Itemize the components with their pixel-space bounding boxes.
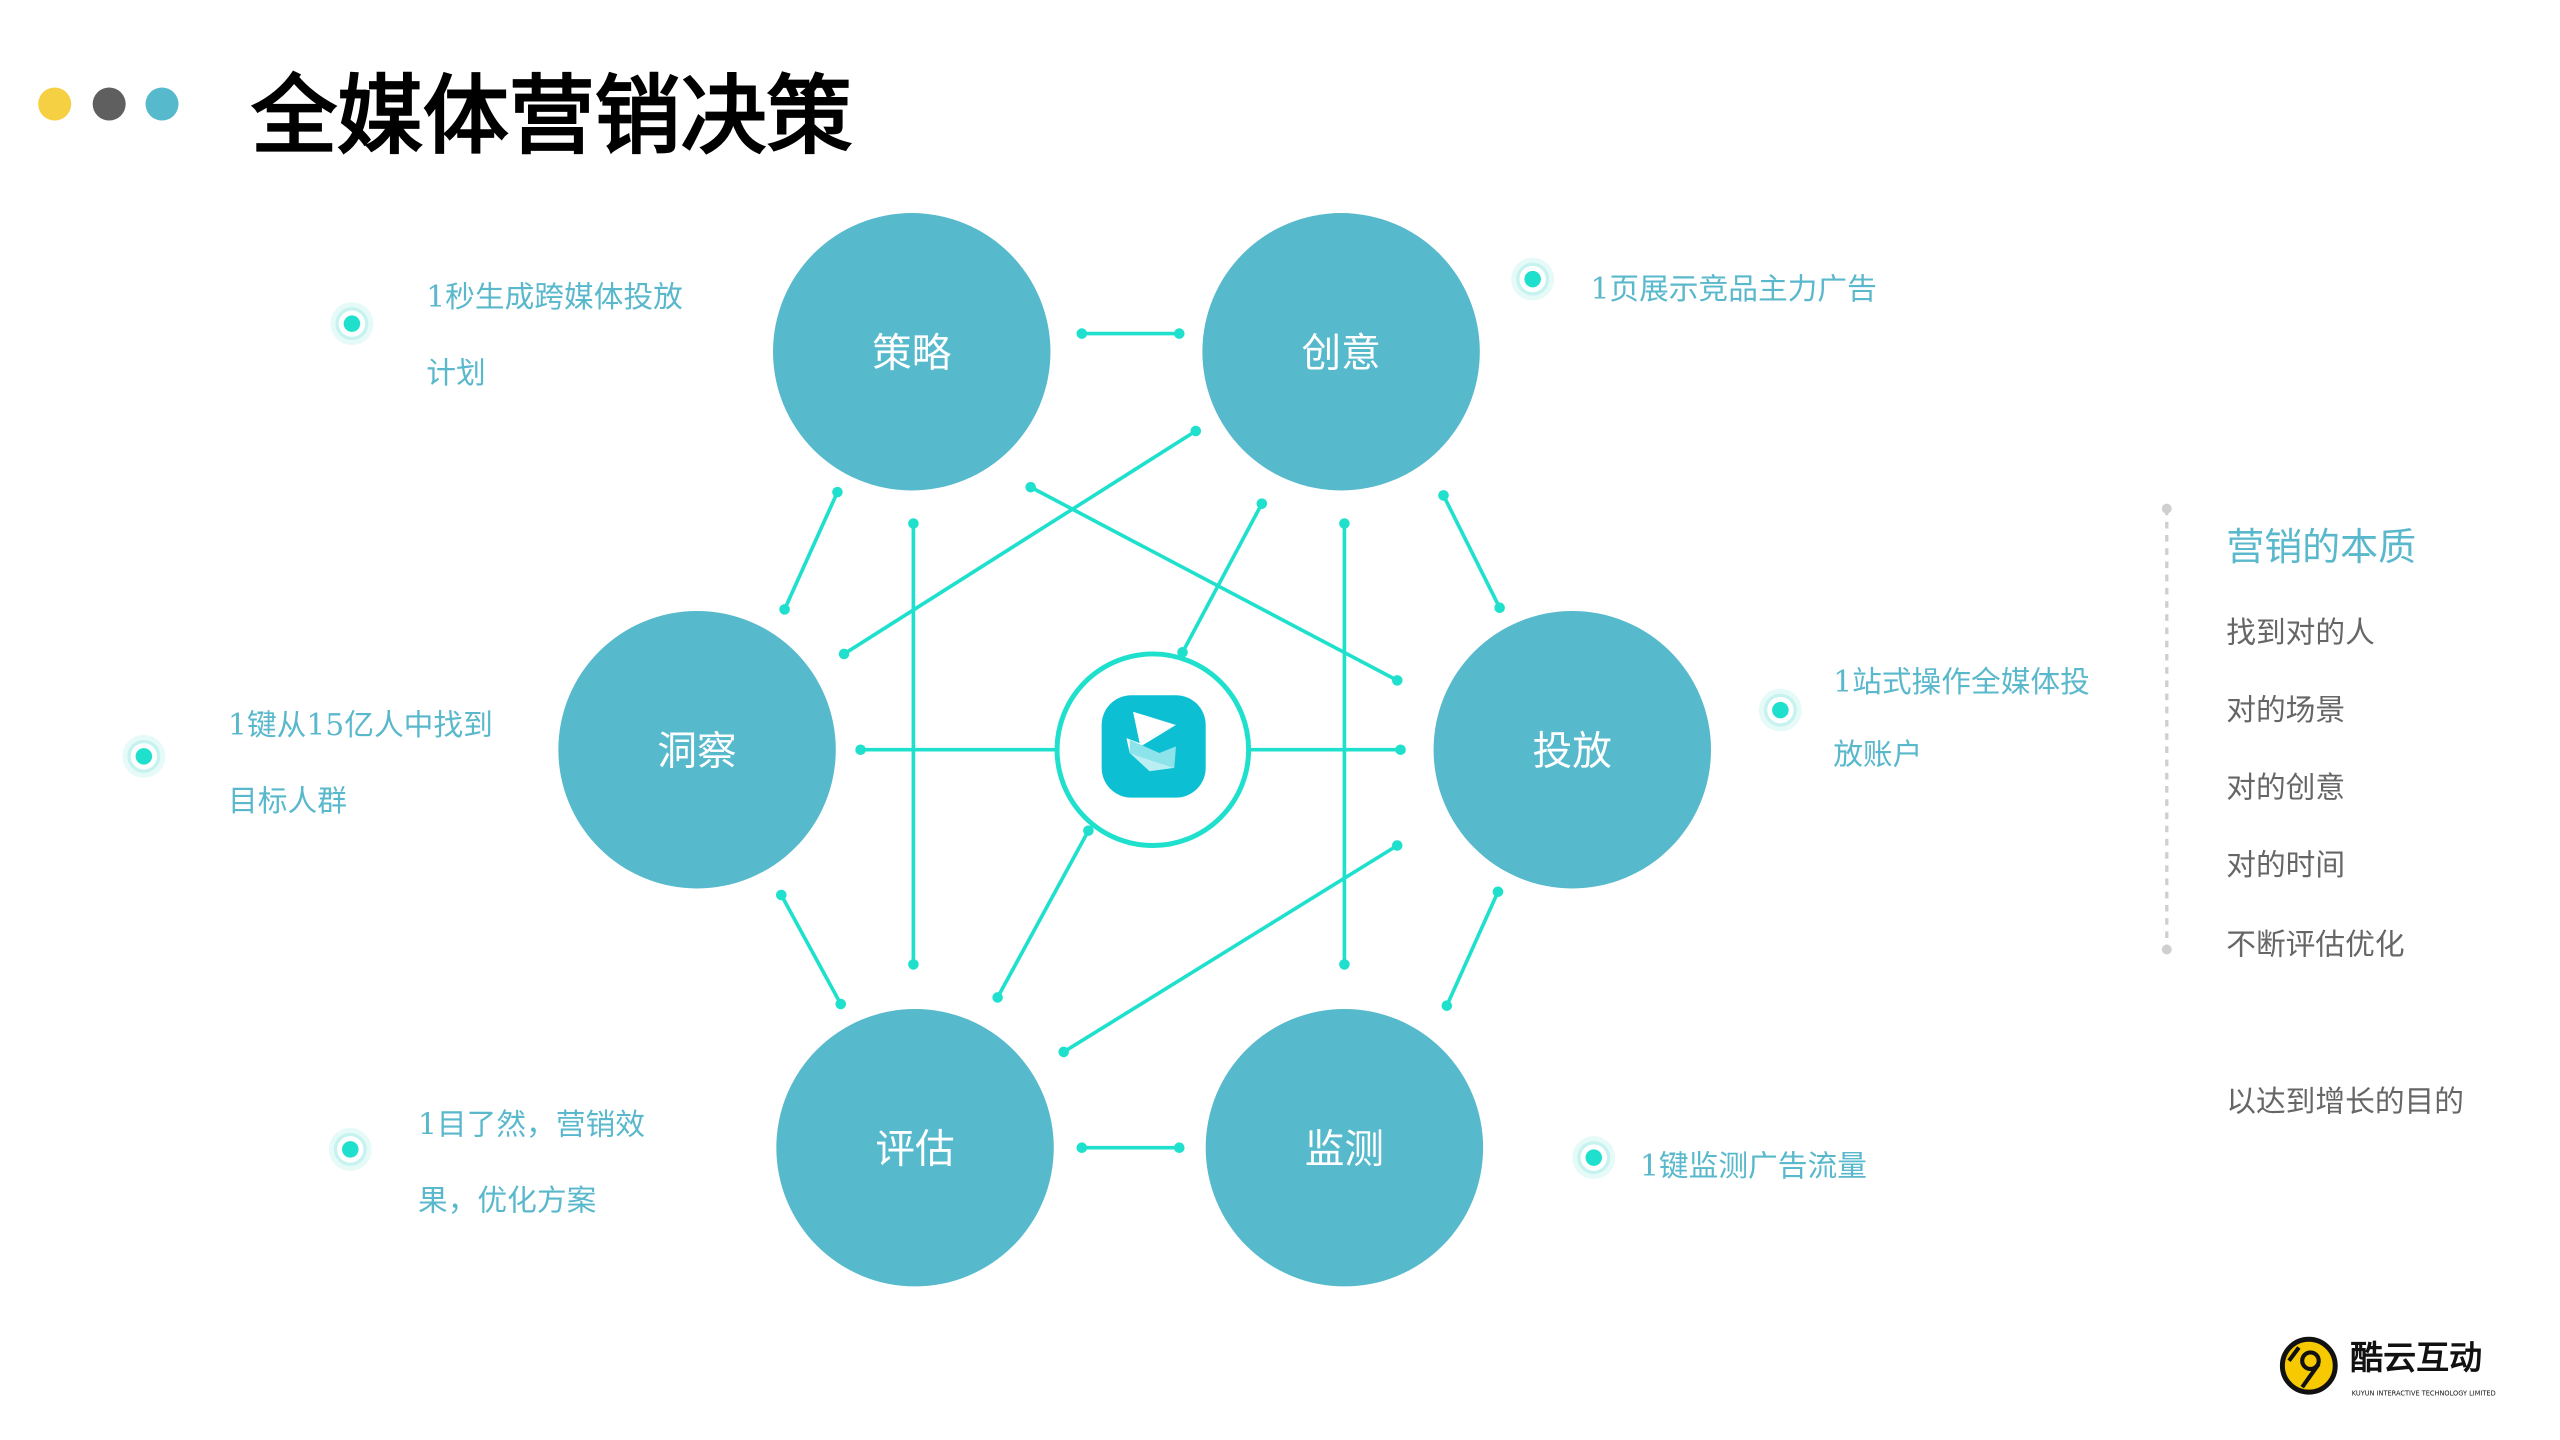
connector-endpoint <box>1076 1142 1088 1153</box>
target-bullet-icon <box>1572 1136 1616 1180</box>
node-strategy: 策略 <box>773 213 1051 491</box>
panel-conclusion: 以达到增长的目的 <box>2226 1084 2464 1119</box>
bullet-line: 1键从15亿人中找到 <box>228 708 493 743</box>
bullet-strategy: 1秒生成跨媒体投放 计划 <box>426 280 683 391</box>
connector-endpoint <box>1339 959 1350 970</box>
node-evaluation: 评估 <box>776 1008 1054 1287</box>
node-label: 创意 <box>1301 331 1380 377</box>
connector-endpoint <box>1391 675 1403 686</box>
target-bullet-icon <box>122 734 166 778</box>
bullet-line: 1秒生成跨媒体投放 <box>426 280 683 315</box>
connector-endpoint <box>1025 481 1036 493</box>
connector-line <box>1029 485 1399 682</box>
connector-endpoint <box>1256 498 1268 509</box>
node-label: 监测 <box>1305 1127 1384 1173</box>
connector-line <box>779 894 843 1005</box>
gray-dot <box>92 87 126 121</box>
connector-line <box>843 429 1197 656</box>
connector-endpoint <box>838 648 850 660</box>
bullet-line: 1站式操作全媒体投 <box>1833 665 2090 700</box>
yellow-dot <box>38 87 72 121</box>
panel-item: 对的场景 <box>2226 693 2345 728</box>
logo-name: 酷云互动 <box>2350 1338 2482 1377</box>
connector-endpoint <box>908 959 919 970</box>
bullet-line: 1键监测广告流量 <box>1640 1149 1867 1184</box>
node-monitoring: 监测 <box>1205 1008 1484 1287</box>
connector-line <box>1180 502 1264 654</box>
panel-item: 对的创意 <box>2226 771 2345 806</box>
connector-line <box>996 829 1091 999</box>
bullet-creative: 1页展示竞品主力广告 <box>1590 272 1876 307</box>
target-bullet-icon <box>328 1127 372 1171</box>
connector-endpoint <box>1339 518 1350 529</box>
bullet-markers <box>122 257 1802 1180</box>
bullet-line: 目标人群 <box>228 784 347 819</box>
target-bullet-icon <box>330 302 374 346</box>
connector-endpoint <box>1492 886 1504 898</box>
connector-endpoint <box>779 604 790 615</box>
bullet-line: 1目了然，营销效 <box>418 1107 645 1142</box>
panel-item: 找到对的人 <box>2226 615 2375 650</box>
node-label: 策略 <box>872 331 952 377</box>
connector-line <box>1441 494 1502 609</box>
connector-endpoint <box>1173 1142 1185 1153</box>
connector-endpoint <box>835 998 847 1010</box>
bullet-line: 放账户 <box>1833 738 1922 773</box>
connection-lines <box>776 328 1505 1153</box>
connector-endpoint <box>1190 425 1202 437</box>
node-label: 评估 <box>875 1127 954 1173</box>
page-title: 全媒体营销决策 <box>250 66 852 166</box>
panel-item: 不断评估优化 <box>2226 927 2404 962</box>
node-insight: 洞察 <box>558 611 836 889</box>
connector-endpoint <box>1494 602 1505 613</box>
center-hub <box>1054 651 1252 848</box>
bullet-monitoring: 1键监测广告流量 <box>1640 1149 1867 1184</box>
connector-endpoint <box>1438 490 1449 501</box>
connector-endpoint <box>908 518 919 529</box>
bullet-line: 计划 <box>426 356 485 391</box>
target-bullet-icon <box>1758 688 1802 732</box>
bullet-delivery: 1站式操作全媒体投 放账户 <box>1833 665 2090 773</box>
divider-end <box>2161 944 2172 955</box>
node-label: 投放 <box>1533 729 1612 775</box>
connector-endpoint <box>1395 744 1406 756</box>
connector-endpoint <box>1173 328 1185 339</box>
connector-line <box>1445 890 1500 1007</box>
divider-end <box>2161 503 2172 514</box>
node-creative: 创意 <box>1202 213 1480 491</box>
panel-title: 营销的本质 <box>2226 525 2416 569</box>
connector-endpoint <box>1177 647 1188 658</box>
target-bullet-icon <box>1511 257 1555 301</box>
blue-dot <box>145 87 179 121</box>
node-delivery: 投放 <box>1433 611 1712 889</box>
connector-endpoint <box>992 992 1003 1003</box>
app-logo-icon <box>1101 695 1206 798</box>
company-logo: 酷云互动 KUYUN INTERACTIVE TECHNOLOGY LIMITE… <box>2279 1336 2496 1397</box>
connector-endpoint <box>1441 1000 1453 1011</box>
bullet-evaluation: 1目了然，营销效 果，优化方案 <box>418 1107 645 1218</box>
logo-subtitle: KUYUN INTERACTIVE TECHNOLOGY LIMITED <box>2352 1389 2496 1397</box>
connector-line <box>1062 843 1399 1054</box>
panel-item: 对的时间 <box>2226 848 2345 883</box>
connector-endpoint <box>1391 840 1403 851</box>
connector-endpoint <box>1076 328 1088 339</box>
node-label: 洞察 <box>657 729 736 775</box>
bullet-line: 1页展示竞品主力广告 <box>1590 272 1876 307</box>
bullet-line: 果，优化方案 <box>418 1183 596 1218</box>
connector-endpoint <box>1083 825 1094 836</box>
connector-endpoint <box>855 744 866 756</box>
connector-endpoint <box>1058 1046 1069 1058</box>
connector-line <box>782 491 840 611</box>
bullet-insight: 1键从15亿人中找到 目标人群 <box>228 708 493 819</box>
connector-endpoint <box>832 486 843 498</box>
connector-endpoint <box>776 889 787 901</box>
